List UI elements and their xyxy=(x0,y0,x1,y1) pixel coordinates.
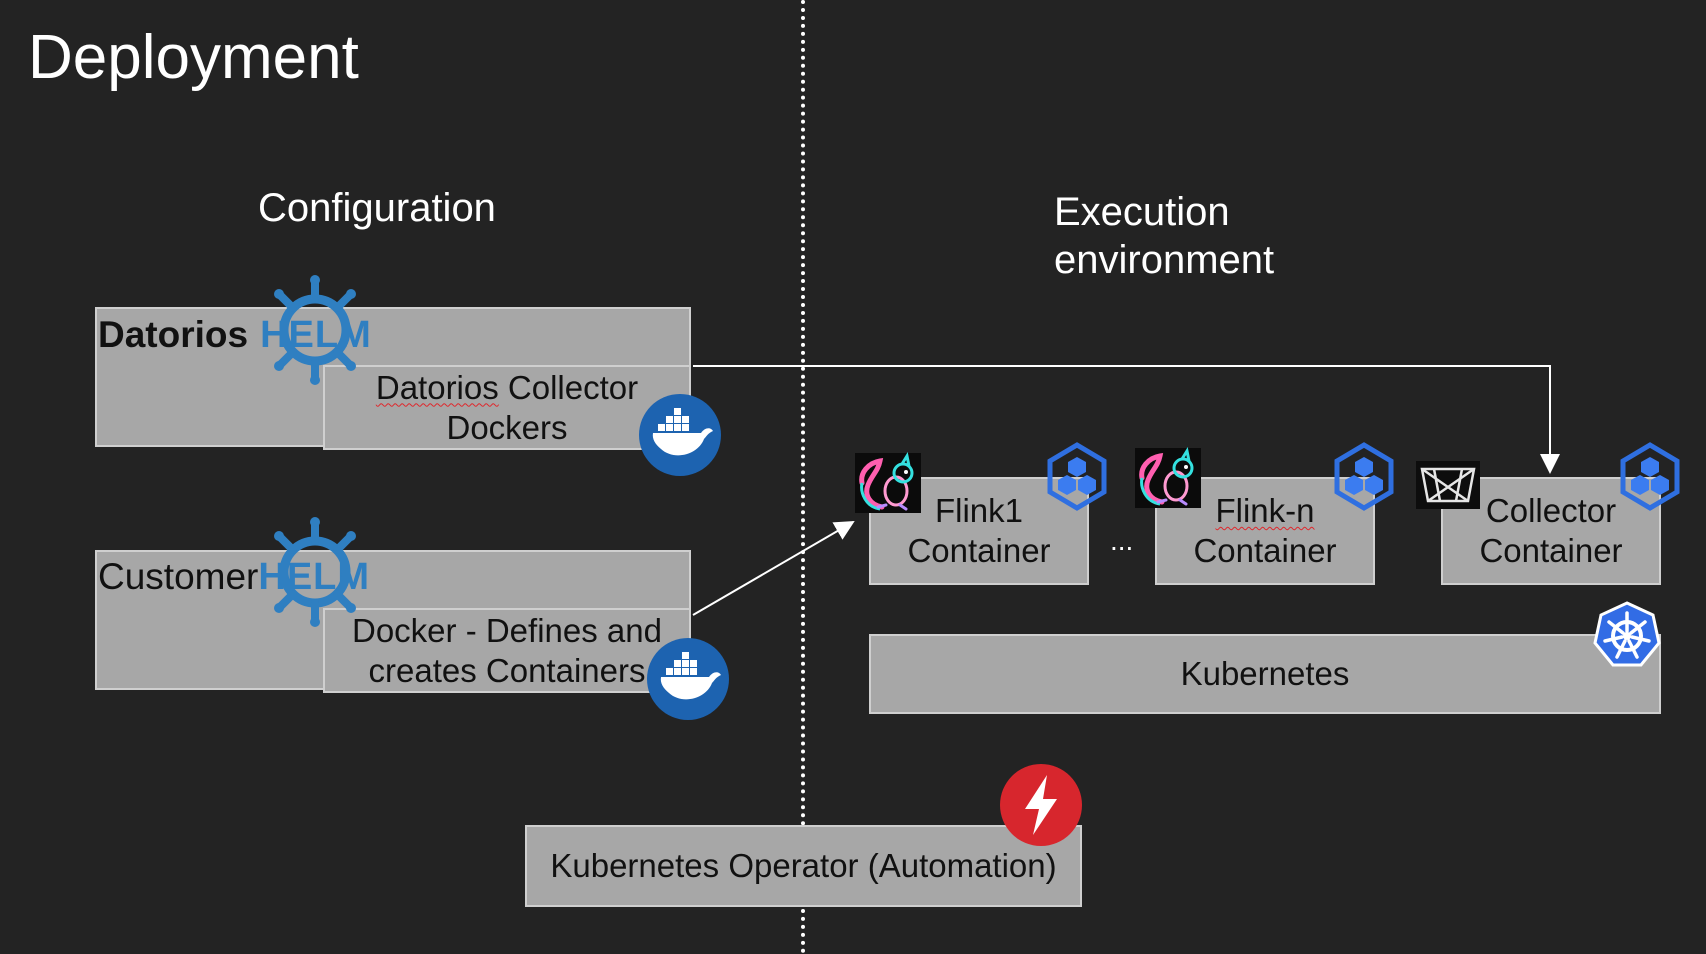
flinkn-line1-text: Flink-n xyxy=(1215,492,1315,529)
flinkn-line2: Container xyxy=(1193,532,1337,569)
flink1-container-box: Flink1 Container xyxy=(869,477,1089,585)
flink1-line1: Flink1 xyxy=(934,492,1024,529)
datorios-collector-line2: Dockers xyxy=(446,408,568,446)
datorios-label: Datorios xyxy=(98,314,249,355)
section-execution: Execution environment xyxy=(1054,188,1274,284)
docker-to-flink-arrow xyxy=(692,520,855,616)
customer-docker-line2: creates Containers xyxy=(368,651,646,689)
container-ellipsis: ... xyxy=(1110,525,1134,556)
datorios-helm-label: Datorios HELM xyxy=(98,310,372,360)
operator-label: Kubernetes Operator (Automation) xyxy=(550,847,1057,884)
datorios-collector-box: Datorios Collector Dockers xyxy=(323,365,691,450)
customer-docker-box: Docker - Defines and creates Containers xyxy=(323,608,691,693)
flinkn-container-box: Flink-n Container xyxy=(1155,477,1375,585)
kubernetes-box: Kubernetes xyxy=(869,634,1661,714)
datorios-collector-line1: Datorios Collector xyxy=(376,368,638,408)
datorios-helm-word: HELM xyxy=(260,313,372,356)
section-divider xyxy=(801,0,805,954)
collector-line2: Container xyxy=(1479,532,1623,569)
flink1-line2: Container xyxy=(907,532,1051,569)
customer-helm-word: HELM xyxy=(258,555,371,598)
section-execution-line1: Execution xyxy=(1054,190,1230,234)
customer-label: Customer xyxy=(98,556,259,597)
collector-container-box: Collector Container xyxy=(1441,477,1661,585)
customer-helm-label: Customer HELM xyxy=(98,552,370,602)
customer-docker-line1: Docker - Defines and xyxy=(352,611,662,649)
collector-connector-arrow xyxy=(693,365,1560,474)
operator-box: Kubernetes Operator (Automation) xyxy=(525,825,1082,907)
page-title: Deployment xyxy=(28,23,359,92)
datorios-collector-word1: Datorios xyxy=(375,368,499,406)
kubernetes-label: Kubernetes xyxy=(1180,655,1350,692)
flinkn-line1: Flink-n xyxy=(1215,491,1314,531)
section-configuration: Configuration xyxy=(258,186,496,230)
collector-line1: Collector xyxy=(1485,492,1617,529)
datorios-collector-word1-rest: Collector xyxy=(498,368,639,406)
section-execution-line2: environment xyxy=(1054,238,1275,282)
